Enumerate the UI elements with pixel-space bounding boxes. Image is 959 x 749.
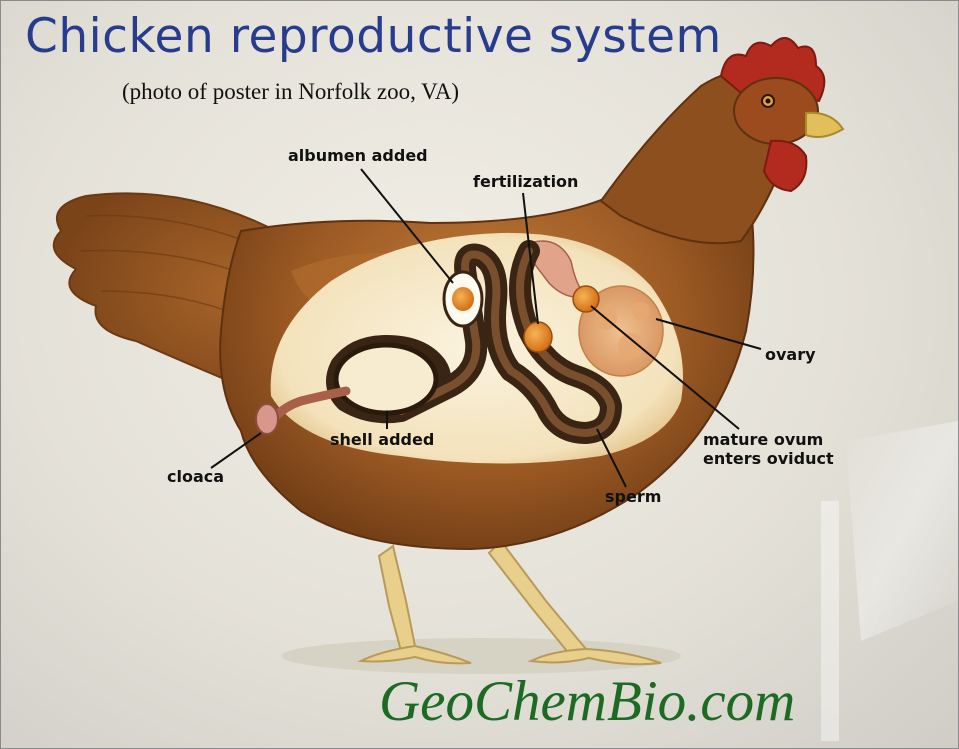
label-shell-added: shell added [330,430,434,449]
glare-reflection [846,421,958,641]
label-ovary: ovary [765,345,816,364]
label-fertilization: fertilization [473,172,578,191]
label-sperm: sperm [605,487,661,506]
fertilized-ovum [524,322,552,352]
cloaca-organ [256,404,278,434]
watermark-text: GeoChemBio.com [379,669,795,734]
mature-ovum [573,286,599,312]
label-mature-ovum: mature ovum enters oviduct [703,430,834,468]
diagram-title: Chicken reproductive system [25,9,722,64]
label-cloaca: cloaca [167,467,224,486]
label-mature-ovum-line2: enters oviduct [703,449,834,468]
label-albumen-added: albumen added [288,146,428,165]
shelled-egg [336,345,436,413]
label-mature-ovum-line1: mature ovum [703,430,834,449]
diagram-subtitle: (photo of poster in Norfolk zoo, VA) [122,79,459,105]
beak [806,113,843,137]
